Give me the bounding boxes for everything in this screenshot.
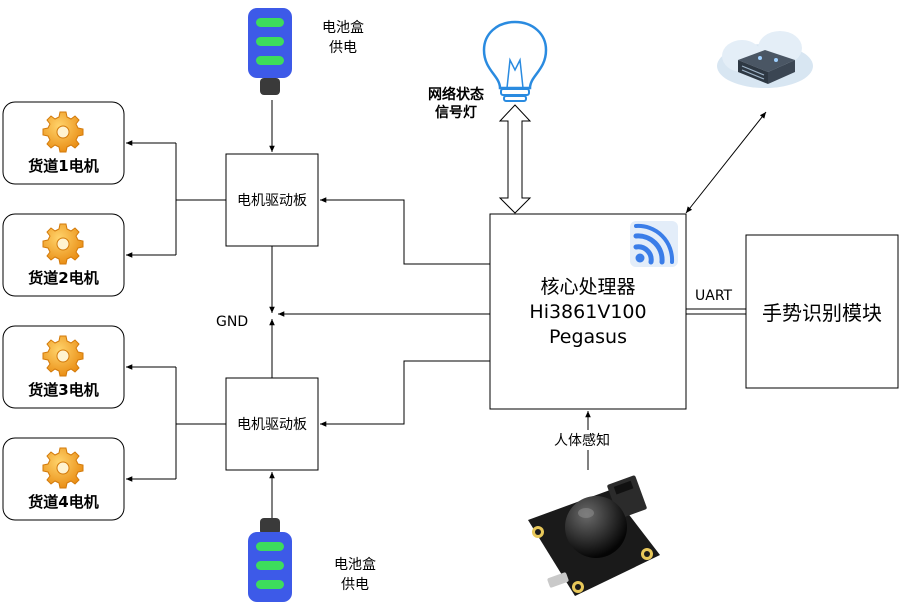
motor-label-4: 货道4电机 [28,492,99,511]
light-bulb-icon [482,20,548,102]
battery-top-label: 电池盒 供电 [322,20,364,56]
wifi-icon [630,221,678,267]
arrow-cpu-driver-top [320,197,490,265]
motor-label-3: 货道3电机 [28,380,99,399]
gesture-module-box [745,234,899,389]
connector-driver-bottom-motors [126,364,226,482]
driver-board-top-label: 电机驱动板 [237,193,307,209]
motor-label-2: 货道2电机 [28,268,99,287]
gnd-label: GND [216,314,249,330]
battery-icon [248,8,292,95]
uart-connector [686,308,746,315]
core-processor-label: 核心处理器 Hi3861V100 Pegasus [529,275,647,348]
arrow-lamp-cpu [498,104,532,214]
uart-label: UART [695,288,733,304]
gesture-module-label: 手势识别模块 [762,301,882,325]
arrow-cpu-driver-bottom [320,360,490,427]
gear-icon [42,335,84,377]
pir-sensor-icon [528,475,660,596]
lamp-label: 网络状态 信号灯 [428,87,484,121]
driver-board-top [225,153,319,247]
driver-board-bottom-label: 电机驱动板 [237,417,307,433]
gear-icon [42,111,84,153]
sensor-label: 人体感知 [552,430,612,450]
battery-icon [248,518,292,602]
gear-icon [42,223,84,265]
cloud-server-icon [717,31,813,88]
battery-bottom-label: 电池盒 供电 [334,557,376,593]
driver-board-bottom [225,377,319,471]
connector-driver-top-motors [126,140,226,258]
motor-label-1: 货道1电机 [28,156,99,175]
arrow-cpu-cloud [685,111,767,214]
gear-icon [42,447,84,489]
